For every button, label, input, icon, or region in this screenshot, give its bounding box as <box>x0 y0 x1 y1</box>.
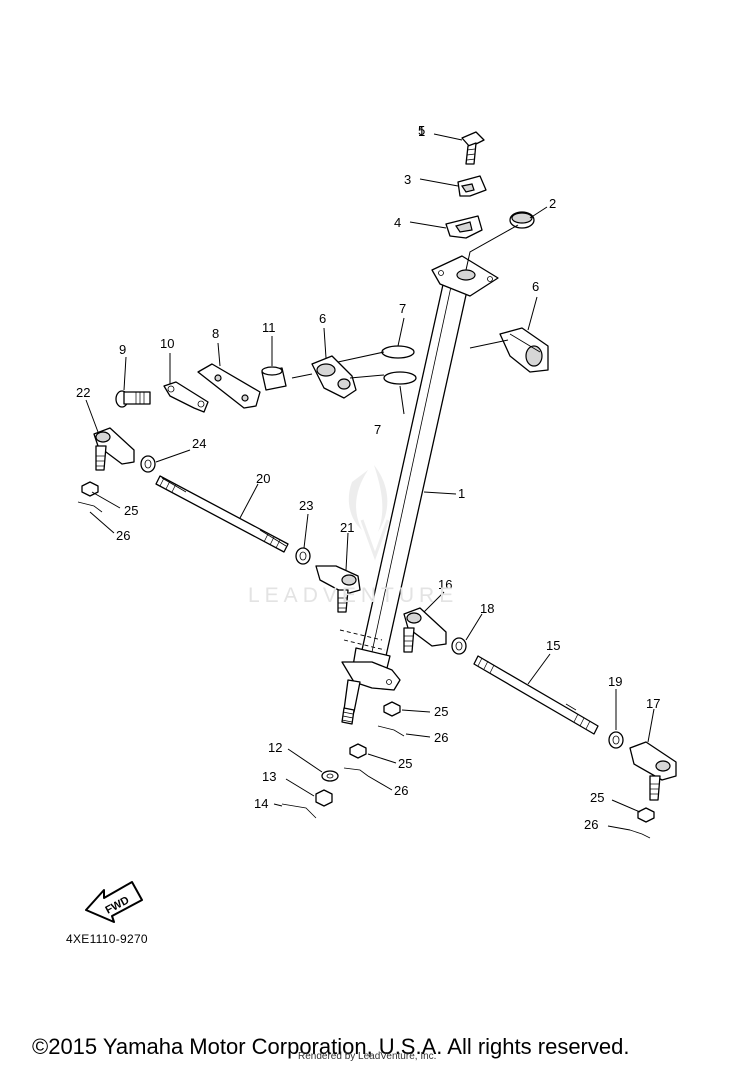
callout-26-c: 26 <box>394 783 409 798</box>
callout-9: 9 <box>119 342 127 357</box>
callout-20: 20 <box>256 471 271 486</box>
callout-11: 11 <box>262 320 276 335</box>
part-21-tie-rod-end <box>315 565 361 613</box>
part-25-nut-d <box>637 807 655 823</box>
callout-25-d: 25 <box>590 790 605 805</box>
callout-26-b: 26 <box>434 730 449 745</box>
callout-10: 10 <box>160 336 175 351</box>
part-9-bolt <box>115 390 151 408</box>
part-13-nut <box>315 789 333 807</box>
callout-5: 5 <box>418 123 426 138</box>
leader-lines <box>85 133 655 831</box>
callout-16: 16 <box>438 577 453 592</box>
callout-23: 23 <box>299 498 314 513</box>
callout-7-upper: 7 <box>399 301 407 316</box>
callout-26-a: 26 <box>116 528 131 543</box>
callout-25-b: 25 <box>434 704 449 719</box>
part-15-tie-rod <box>473 655 599 735</box>
part-18-nut <box>451 637 467 655</box>
part-25-nut-c <box>349 743 367 759</box>
callout-1: 1 <box>458 486 466 501</box>
part-22-tie-rod-end <box>93 427 135 471</box>
part-26-cotter-pin-d <box>629 829 651 839</box>
callout-24: 24 <box>192 436 207 451</box>
callout-25-c: 25 <box>398 756 413 771</box>
steering-column <box>339 255 499 725</box>
callout-numbers: 1 1 <box>418 124 425 139</box>
callout-5: 1 <box>418 124 425 139</box>
callout-21: 21 <box>340 520 355 535</box>
callout-18: 18 <box>480 601 495 616</box>
part-24-nut <box>140 455 156 473</box>
callout-14: 14 <box>254 796 269 811</box>
part-12-washer <box>321 770 339 782</box>
part-17-tie-rod-end <box>629 741 677 801</box>
part-26-cotter-pin-b <box>377 725 405 737</box>
part-7-circlip-lower <box>383 371 417 385</box>
callout-6-left: 6 <box>319 311 327 326</box>
callout-19: 19 <box>608 674 623 689</box>
callout-13: 13 <box>262 769 277 784</box>
part-20-tie-rod <box>155 475 289 553</box>
part-14-cotter-pin <box>281 803 317 819</box>
callout-7-lower: 7 <box>374 422 382 437</box>
part-4-lower-clamp <box>445 215 483 239</box>
callout-6-right: 6 <box>532 279 540 294</box>
callout-25-a: 25 <box>124 503 139 518</box>
callout-26-d: 26 <box>584 817 599 832</box>
part-7-circlip-upper <box>381 345 415 359</box>
watermark-logo <box>348 465 390 561</box>
part-26-cotter-pin-a <box>77 501 103 513</box>
part-5-bolt <box>461 131 485 165</box>
copyright-notice: ©2015 Yamaha Motor Corporation, U.S.A. A… <box>32 1034 630 1059</box>
part-23-nut <box>295 547 311 565</box>
callout-15: 15 <box>546 638 561 653</box>
watermark-text: LEADVENTURE <box>248 584 459 607</box>
rendered-by-text: Rendered by LeadVenture, Inc. <box>298 1051 437 1062</box>
diagram-code: 4XE1110-9270 <box>66 932 148 946</box>
part-25-nut-a <box>81 481 99 497</box>
callout-17: 17 <box>646 696 661 711</box>
part-2-cap <box>509 211 535 229</box>
part-26-cotter-pin-c <box>343 767 369 777</box>
part-3-upper-clamp <box>457 175 487 197</box>
callout-2: 2 <box>549 196 557 211</box>
part-16-tie-rod-end <box>403 607 447 653</box>
part-6-holder-left <box>311 355 357 399</box>
fwd-arrow-icon: FWD <box>85 881 143 923</box>
part-25-nut-b <box>383 701 401 717</box>
part-19-nut <box>608 731 624 749</box>
part-6-holder-right <box>499 327 549 373</box>
part-10-lock-washer <box>163 381 209 413</box>
callout-12: 12 <box>268 740 283 755</box>
callout-4: 4 <box>394 215 402 230</box>
part-11-collar <box>261 366 287 391</box>
part-8-plate <box>197 363 261 409</box>
callout-3: 3 <box>404 172 412 187</box>
callout-22: 22 <box>76 385 91 400</box>
callout-8: 8 <box>212 326 220 341</box>
